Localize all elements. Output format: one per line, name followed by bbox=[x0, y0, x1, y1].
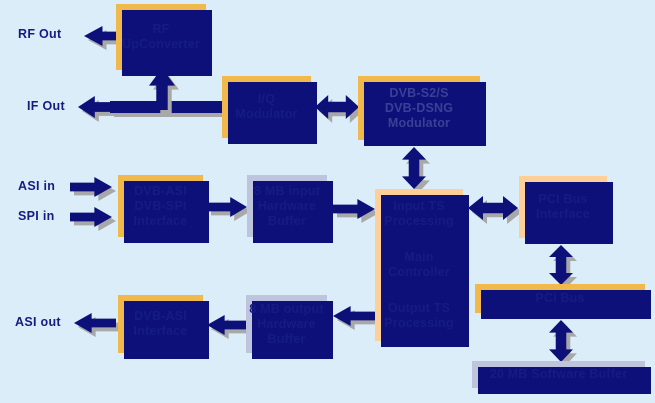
spi-in-arrow-icon bbox=[70, 207, 116, 231]
bus-to-software-buffer-arrow-icon bbox=[549, 320, 577, 366]
interface-to-buffer-arrow-icon bbox=[207, 197, 251, 221]
block-software-buffer[interactable]: 20 MB Software Buffer bbox=[472, 361, 651, 394]
main-controller-main-label: Main Controller bbox=[388, 249, 450, 279]
block-dvb-s2-modulator-label: DVB-S2/S DVB-DSNG Modulator bbox=[384, 85, 454, 130]
label-asi-in: ASI in bbox=[18, 179, 56, 193]
block-rf-upconverter-label: RF UpConverter bbox=[122, 22, 200, 51]
pci-if-to-bus-arrow-icon bbox=[549, 245, 577, 289]
block-software-buffer-label: 20 MB Software Buffer bbox=[489, 367, 628, 381]
asi-out-arrow-icon bbox=[74, 313, 120, 337]
main-controller-output-ts-label: Output TS Processing bbox=[384, 300, 454, 330]
iq-to-dvbs2-arrow-icon bbox=[315, 95, 363, 123]
block-output-hardware-buffer[interactable]: 8 MB output Hardware Buffer bbox=[246, 295, 333, 359]
block-input-hardware-buffer-label: 8 MB input Hardware Buffer bbox=[254, 183, 320, 228]
block-pci-bus[interactable]: PCI Bus bbox=[475, 284, 651, 319]
block-pci-bus-label: PCI Bus bbox=[535, 291, 585, 305]
label-asi-out: ASI out bbox=[15, 315, 61, 329]
block-main-controller[interactable]: Input TS Processing Main Controller Outp… bbox=[375, 189, 469, 347]
asi-in-arrow-icon bbox=[70, 177, 116, 201]
block-rf-upconverter[interactable]: RF UpConverter bbox=[116, 4, 212, 76]
label-if-out: IF Out bbox=[27, 99, 65, 113]
controller-to-output-buffer-arrow-icon bbox=[333, 306, 379, 330]
block-pci-bus-interface[interactable]: PCI Bus Interface bbox=[519, 176, 613, 244]
block-dvb-asi-spi-interface-label: DVB-ASI DVB-SPI Interface bbox=[133, 183, 188, 228]
block-dvb-asi-interface[interactable]: DVB-ASI Interface bbox=[118, 295, 209, 359]
block-dvb-asi-spi-interface[interactable]: DVB-ASI DVB-SPI Interface bbox=[118, 175, 209, 243]
output-buffer-to-interface-arrow-icon bbox=[207, 315, 253, 339]
buffer-to-controller-arrow-icon bbox=[333, 199, 379, 223]
block-output-hardware-buffer-label: 8 MB output Hardware Buffer bbox=[249, 301, 324, 346]
dvbs2-to-controller-arrow-icon bbox=[402, 147, 430, 193]
label-spi-in: SPI in bbox=[18, 209, 55, 223]
block-dvb-s2-modulator[interactable]: DVB-S2/S DVB-DSNG Modulator bbox=[358, 76, 486, 146]
block-pci-bus-interface-label: PCI Bus Interface bbox=[536, 192, 590, 221]
block-input-hardware-buffer[interactable]: 8 MB input Hardware Buffer bbox=[247, 175, 333, 243]
block-dvb-asi-interface-label: DVB-ASI Interface bbox=[133, 309, 188, 338]
label-rf-out: RF Out bbox=[18, 27, 62, 41]
block-iq-modulator-label: I/Q Modulator bbox=[235, 92, 298, 121]
main-controller-input-ts-label: Input TS Processing bbox=[384, 199, 454, 229]
block-iq-modulator[interactable]: I/Q Modulator bbox=[222, 76, 317, 144]
controller-to-pci-arrow-icon bbox=[468, 196, 522, 224]
